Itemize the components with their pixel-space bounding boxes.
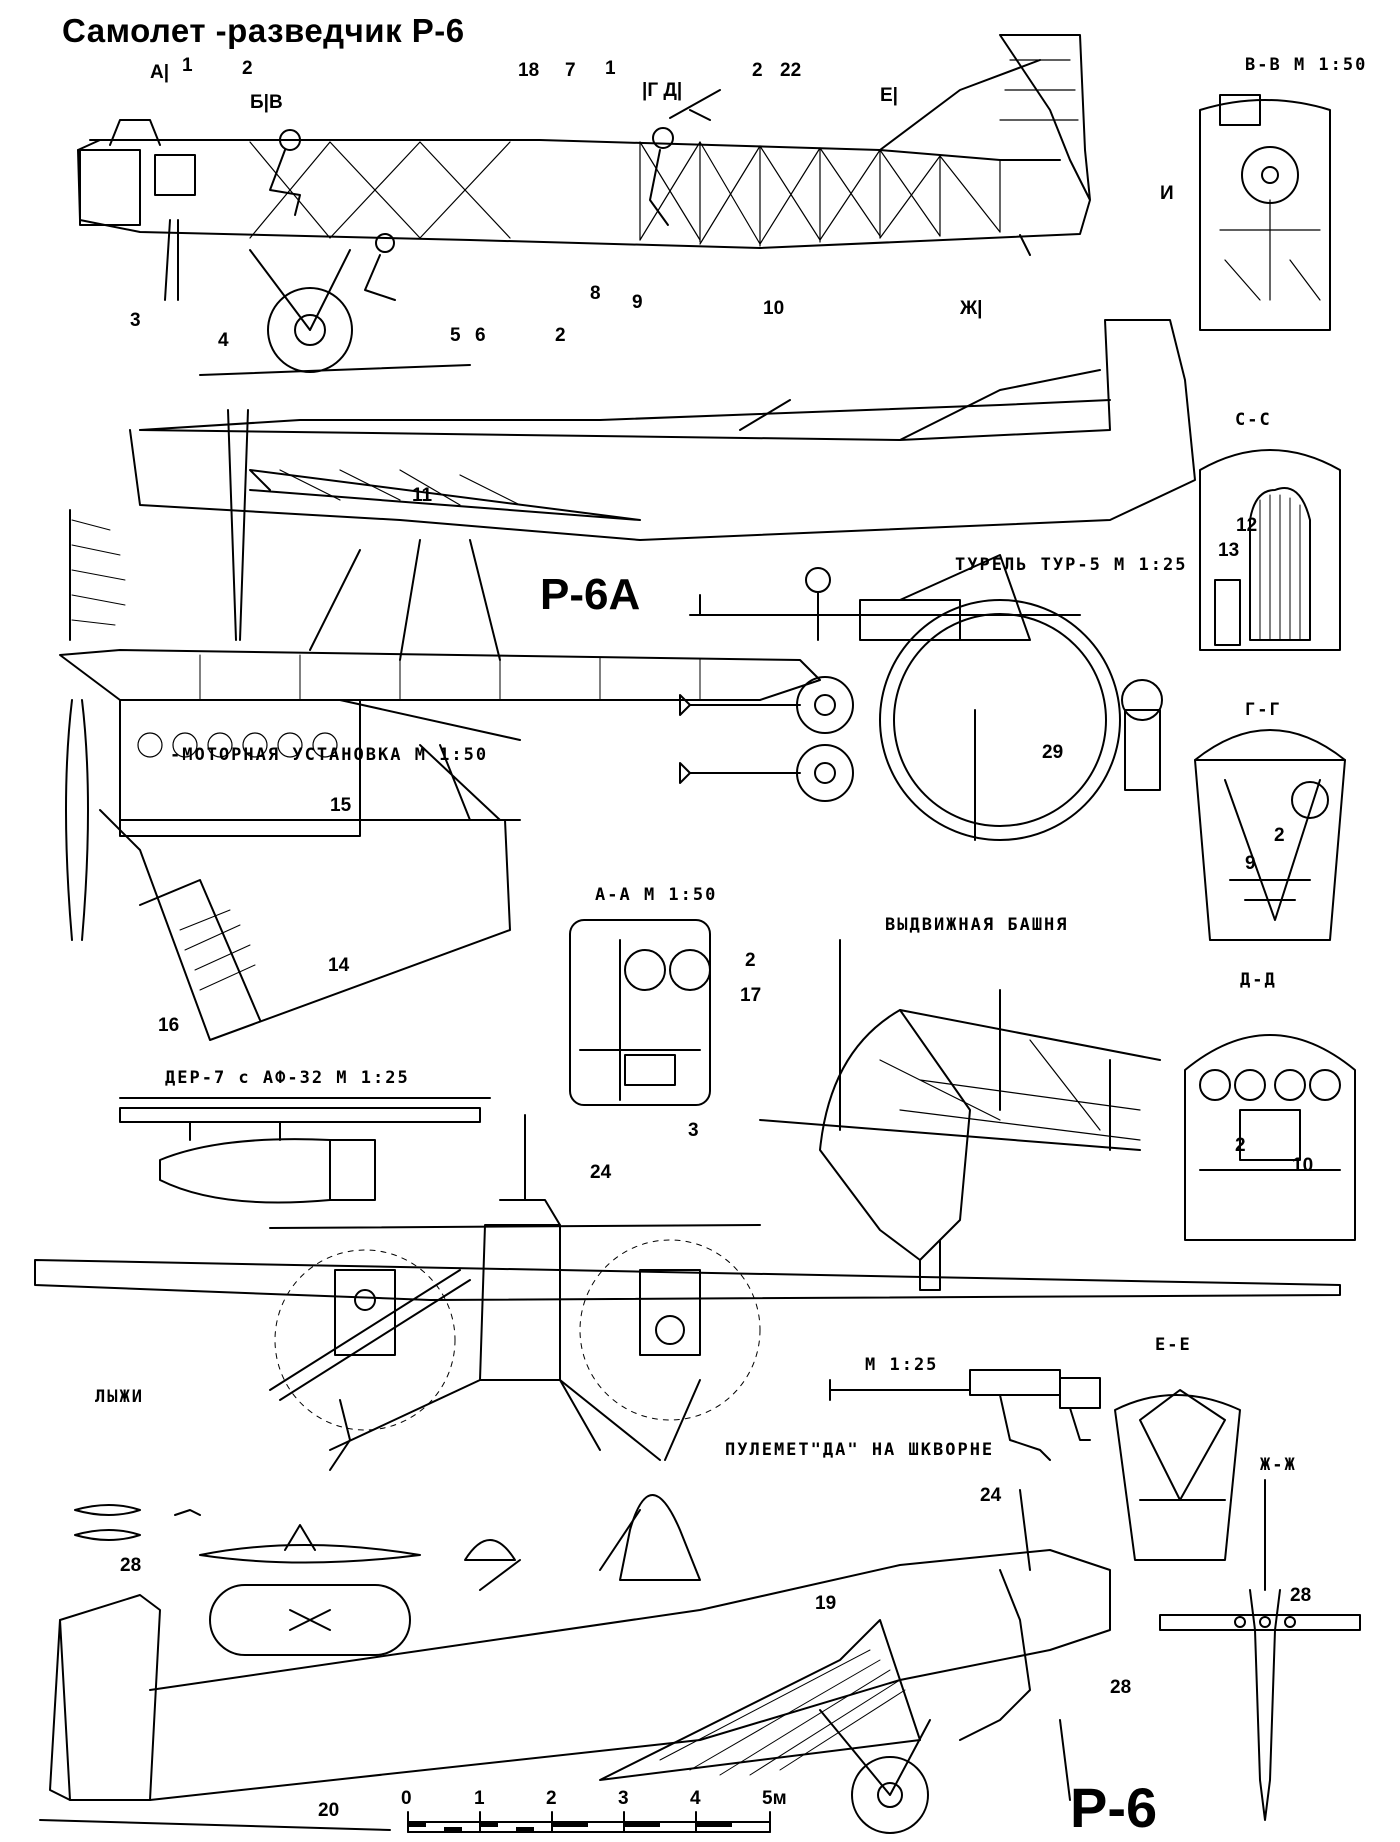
retractable-tower [759, 939, 1161, 1291]
section-bb [1199, 94, 1331, 331]
callout-18: 18 [518, 60, 540, 81]
callout-4: 4 [218, 330, 229, 351]
mg-scale-caption: М 1:25 [865, 1355, 939, 1375]
callout-10: 10 [763, 298, 785, 319]
callout-9: 9 [632, 292, 643, 313]
callout-10b: 10 [1292, 1155, 1314, 1176]
page-title: Самолет -разведчик Р-6 [62, 12, 465, 49]
section-dd [1184, 1034, 1356, 1241]
section-gg-label: Г-Г [1245, 700, 1282, 720]
section-ee-label: Е-Е [1155, 1335, 1192, 1355]
scale-tick-2: 2 [546, 1788, 557, 1809]
main-variant-label: Р-6 [1070, 1776, 1158, 1839]
callout-2f: 2 [1235, 1135, 1246, 1156]
section-cc-label: С-С [1235, 410, 1272, 430]
callout-2c: 2 [555, 325, 566, 346]
section-cc [1199, 449, 1341, 651]
callout-28: 28 [120, 1555, 142, 1576]
section-aa-label: А-А М 1:50 [595, 885, 718, 905]
callout-15: 15 [330, 795, 352, 816]
side-view-bottom [39, 1489, 1111, 1834]
callout-3: 3 [130, 310, 141, 331]
scale-bar [407, 1811, 771, 1833]
scale-tick-1: 1 [474, 1788, 485, 1809]
callout-11: 11 [412, 485, 433, 506]
callout-1: 1 [182, 55, 193, 76]
section-ee [1114, 1389, 1241, 1561]
scale-tick-5: 5м [762, 1788, 787, 1809]
section-bb-label: В-В М 1:50 [1245, 55, 1368, 75]
callout-7: 7 [565, 60, 576, 81]
engine-caption: -МОТОРНАЯ УСТАНОВКА М 1:50 [170, 745, 489, 765]
callout-1b: 1 [605, 58, 616, 79]
section-zz [1159, 1479, 1361, 1821]
scale-tick-0: 0 [401, 1788, 412, 1809]
callout-28b: 28 [1290, 1585, 1312, 1606]
callout-9b: 9 [1245, 853, 1256, 874]
station-i: И [1160, 183, 1174, 204]
station-a: А| [150, 62, 170, 83]
bomb-rack [119, 1097, 491, 1204]
section-aa [569, 919, 711, 1106]
callout-24: 24 [590, 1162, 612, 1183]
callout-8: 8 [590, 283, 601, 304]
station-bv: Б|В [250, 92, 283, 113]
station-zh: Ж| [960, 298, 983, 319]
callout-19: 19 [815, 1593, 837, 1614]
bomb-caption: ДЕР-7 с АФ-32 М 1:25 [165, 1068, 410, 1088]
scale-tick-3: 3 [618, 1788, 629, 1809]
callout-2b: 2 [752, 60, 763, 81]
callout-12: 12 [1236, 515, 1258, 536]
callout-2e: 2 [745, 950, 756, 971]
callout-2: 2 [242, 58, 253, 79]
callout-14: 14 [328, 955, 350, 976]
callout-3b: 3 [688, 1120, 699, 1141]
turret-tur5 [679, 554, 1163, 841]
callout-17: 17 [740, 985, 762, 1006]
callout-13: 13 [1218, 540, 1240, 561]
turret-caption: ТУРЕЛЬ ТУР-5 М 1:25 [955, 555, 1188, 575]
callout-29: 29 [1042, 742, 1064, 763]
skis-caption: ЛЫЖИ [95, 1387, 144, 1407]
callout-24b: 24 [980, 1485, 1002, 1506]
side-view-floatplane [59, 319, 1196, 701]
machine-gun-da [829, 1369, 1101, 1461]
station-gd: |Г Д| [642, 80, 683, 101]
callout-5: 5 [450, 325, 461, 346]
section-dd-label: Д-Д [1240, 970, 1277, 990]
engine-installation [65, 699, 521, 1041]
callout-16: 16 [158, 1015, 180, 1036]
section-zz-label: Ж-Ж [1260, 1455, 1297, 1475]
mg-caption: ПУЛЕМЕТ"ДА" НА ШКВОРНЕ [725, 1440, 995, 1460]
callout-22: 22 [780, 60, 802, 81]
side-view-landplane [77, 34, 1091, 376]
front-view [34, 1114, 1341, 1581]
section-gg [1194, 729, 1346, 941]
tower-caption: ВЫДВИЖНАЯ БАШНЯ [885, 915, 1069, 935]
floatplane-label: Р-6А [540, 570, 641, 619]
station-e: Е| [880, 85, 898, 106]
callout-2d: 2 [1274, 825, 1285, 846]
scale-tick-4: 4 [690, 1788, 701, 1809]
callout-28c: 28 [1110, 1677, 1132, 1698]
callout-6: 6 [475, 325, 486, 346]
skis [74, 1504, 516, 1656]
callout-20: 20 [318, 1800, 340, 1821]
